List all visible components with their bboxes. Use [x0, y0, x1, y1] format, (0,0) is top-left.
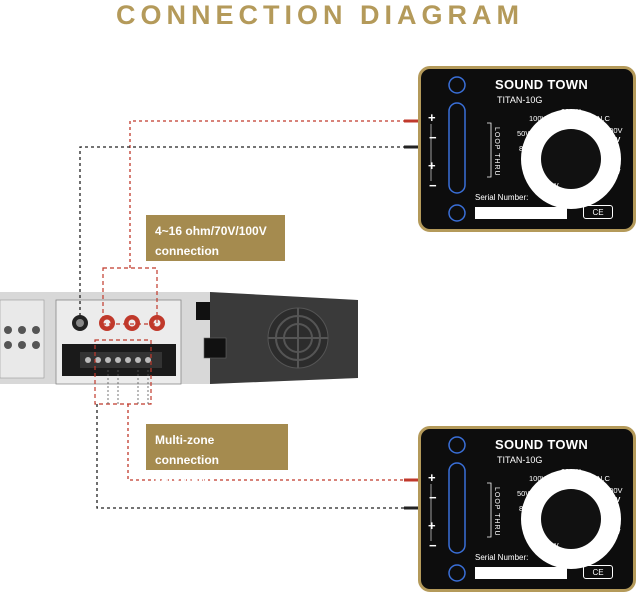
tap-50w-bottom: 50W [591, 181, 607, 190]
tap-200w-bottom: 200W [539, 181, 559, 190]
speaker-panel-top: + − + − SOUND TOWN TITAN-10G LOOP THRU 1… [418, 66, 636, 232]
terminal-minus-1: − [429, 130, 437, 145]
tap-nc: N.C [597, 474, 610, 483]
tap-8ohm-left: 8Ω [519, 504, 529, 513]
tap-50w-bottom: 50W [591, 541, 607, 550]
mount-hole-bottom [448, 204, 466, 222]
tap-100w-top: 100W [529, 114, 549, 123]
model-name: TITAN-10G [497, 455, 543, 465]
tap-8ohm-right: 8Ω [609, 149, 619, 158]
impedance-callout-line1: 4~16 ohm/70V/100V [155, 224, 267, 238]
tap-8ohm-left: 8Ω [519, 144, 529, 153]
serial-number-label: Serial Number: [475, 553, 529, 562]
terminal-slot [448, 102, 466, 194]
diagram-title: CONNECTION DIAGRAM [116, 0, 524, 30]
multizone-callout-line1: Multi-zone connection [155, 433, 220, 467]
tap-25w: 25W [605, 167, 621, 176]
speaker-panel-bottom: + − + − SOUND TOWN TITAN-10G LOOP THRU 1… [418, 426, 636, 592]
wire-red-bottom [127, 404, 411, 481]
tap-200w-top: 200W [561, 467, 581, 476]
brand-name: SOUND TOWN [495, 437, 589, 452]
wire-dark-bottom [96, 404, 411, 509]
impedance-callout-line2: connection [155, 244, 220, 258]
loop-thru-label: LOOP THRU [493, 127, 500, 177]
terminal-minus-2: − [429, 538, 437, 553]
multizone-callout: Multi-zone connection (70V only) [146, 424, 288, 487]
tap-70v: 70V [607, 495, 621, 504]
model-name: TITAN-10G [497, 95, 543, 105]
serial-number-field [475, 567, 567, 579]
impedance-callout: 4~16 ohm/70V/100V connection [146, 215, 285, 261]
multizone-callout-line2: (70V only) [155, 473, 213, 487]
mount-hole-top [448, 76, 466, 94]
ce-mark: CE [583, 205, 613, 219]
mount-hole-bottom [448, 564, 466, 582]
terminal-plus-1: + [428, 110, 436, 125]
tap-200w-bottom: 200W [539, 541, 559, 550]
mount-hole-top [448, 436, 466, 454]
wire-red-top [129, 120, 411, 268]
tap-200w-top: 200W [561, 107, 581, 116]
tap-100v: 100V [605, 126, 623, 135]
terminal-plus-1: + [428, 470, 436, 485]
tap-100w-top: 100W [529, 474, 549, 483]
serial-number-field [475, 207, 567, 219]
brand-name: SOUND TOWN [495, 77, 589, 92]
tap-50w: 50W [517, 489, 533, 498]
tap-100v: 100V [605, 486, 623, 495]
tap-70v: 70V [607, 135, 621, 144]
amplifier-rear-panel [0, 292, 358, 385]
terminal-slot [448, 462, 466, 554]
tap-100w-bottom: 100W [567, 187, 587, 196]
wire-dark-top [79, 146, 411, 316]
terminal-plus-2: + [428, 518, 436, 533]
terminal-minus-2: − [429, 178, 437, 193]
speaker-output-highlight [102, 267, 158, 325]
serial-number-label: Serial Number: [475, 193, 529, 202]
ce-mark: CE [583, 565, 613, 579]
tap-25w: 25W [605, 527, 621, 536]
tap-50w: 50W [517, 129, 533, 138]
terminal-plus-2: + [428, 158, 436, 173]
tap-8ohm-right: 8Ω [609, 509, 619, 518]
tap-100w-bottom: 100W [567, 547, 587, 556]
loop-thru-label: LOOP THRU [493, 487, 500, 537]
tap-nc: N.C [597, 114, 610, 123]
multizone-output-highlight [94, 339, 152, 405]
terminal-minus-1: − [429, 490, 437, 505]
